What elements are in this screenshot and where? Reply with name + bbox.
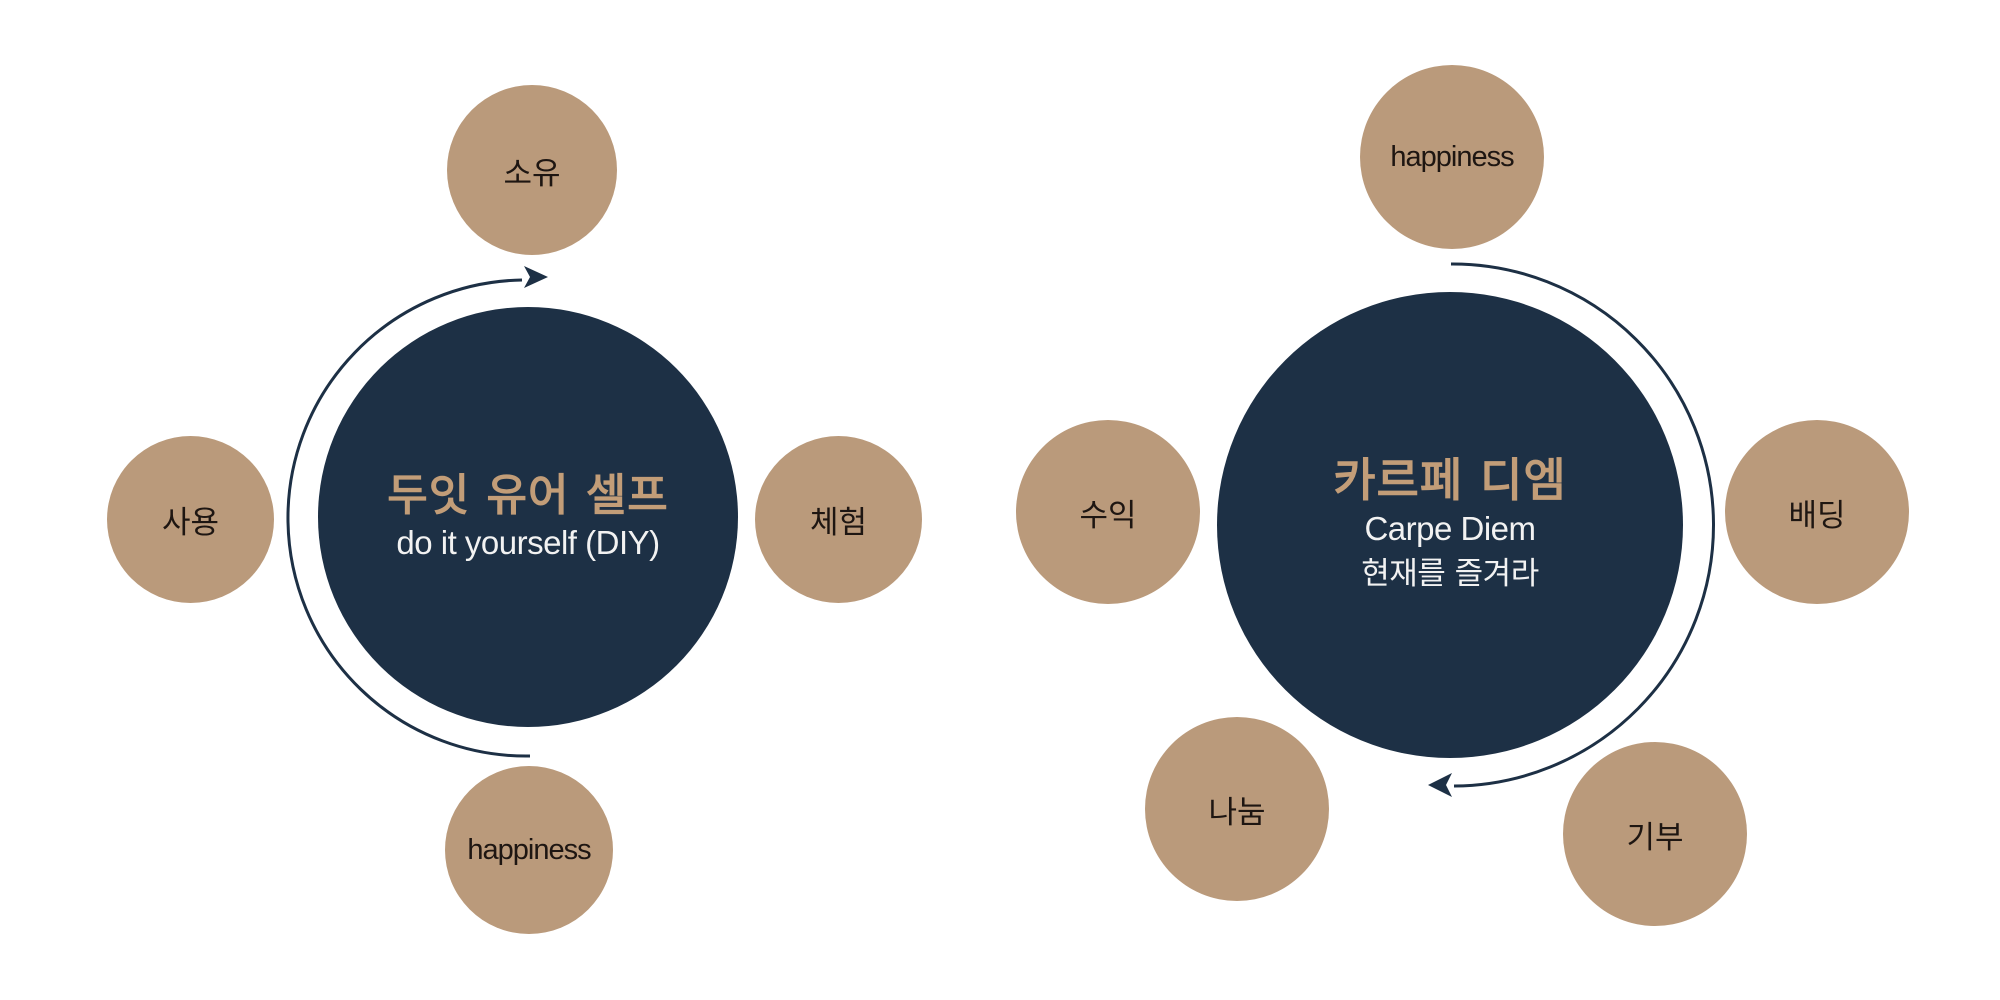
- carpe-diem-node-left: 수익: [1016, 420, 1200, 604]
- diy-node-bottom: happiness: [445, 766, 613, 934]
- node-label: happiness: [467, 833, 591, 866]
- node-label: happiness: [1390, 140, 1514, 173]
- carpe-diem-node-right: 배딩: [1725, 420, 1909, 604]
- carpe-diem-node-top: happiness: [1360, 65, 1544, 249]
- carpe-diem-hub-subtitle-korean: 현재를 즐겨라: [1361, 556, 1539, 592]
- node-label: 나눔: [1208, 794, 1266, 831]
- node-label: 배딩: [1788, 497, 1846, 534]
- diy-hub-circle: 두잇 유어 셀프 do it yourself (DIY): [318, 307, 738, 727]
- carpe-diem-node-bottom-right: 기부: [1563, 742, 1747, 926]
- diy-hub-title: 두잇 유어 셀프: [387, 470, 669, 521]
- diy-node-right: 체험: [755, 436, 922, 603]
- diy-node-top: 소유: [447, 85, 617, 255]
- node-label: 기부: [1626, 819, 1684, 856]
- diy-node-left: 사용: [107, 436, 274, 603]
- node-label: 수익: [1079, 497, 1137, 534]
- carpe-diem-hub-subtitle: Carpe Diem: [1364, 510, 1536, 547]
- carpe-diem-hub-circle: 카르페 디엠 Carpe Diem 현재를 즐겨라: [1217, 292, 1683, 758]
- node-label: 체험: [809, 505, 868, 541]
- node-label: 소유: [503, 155, 561, 192]
- diy-hub-subtitle: do it yourself (DIY): [396, 524, 660, 561]
- node-label: 사용: [161, 505, 220, 541]
- carpe-diem-node-bottom-left: 나눔: [1145, 717, 1329, 901]
- carpe-diem-hub-title: 카르페 디엠: [1333, 453, 1567, 507]
